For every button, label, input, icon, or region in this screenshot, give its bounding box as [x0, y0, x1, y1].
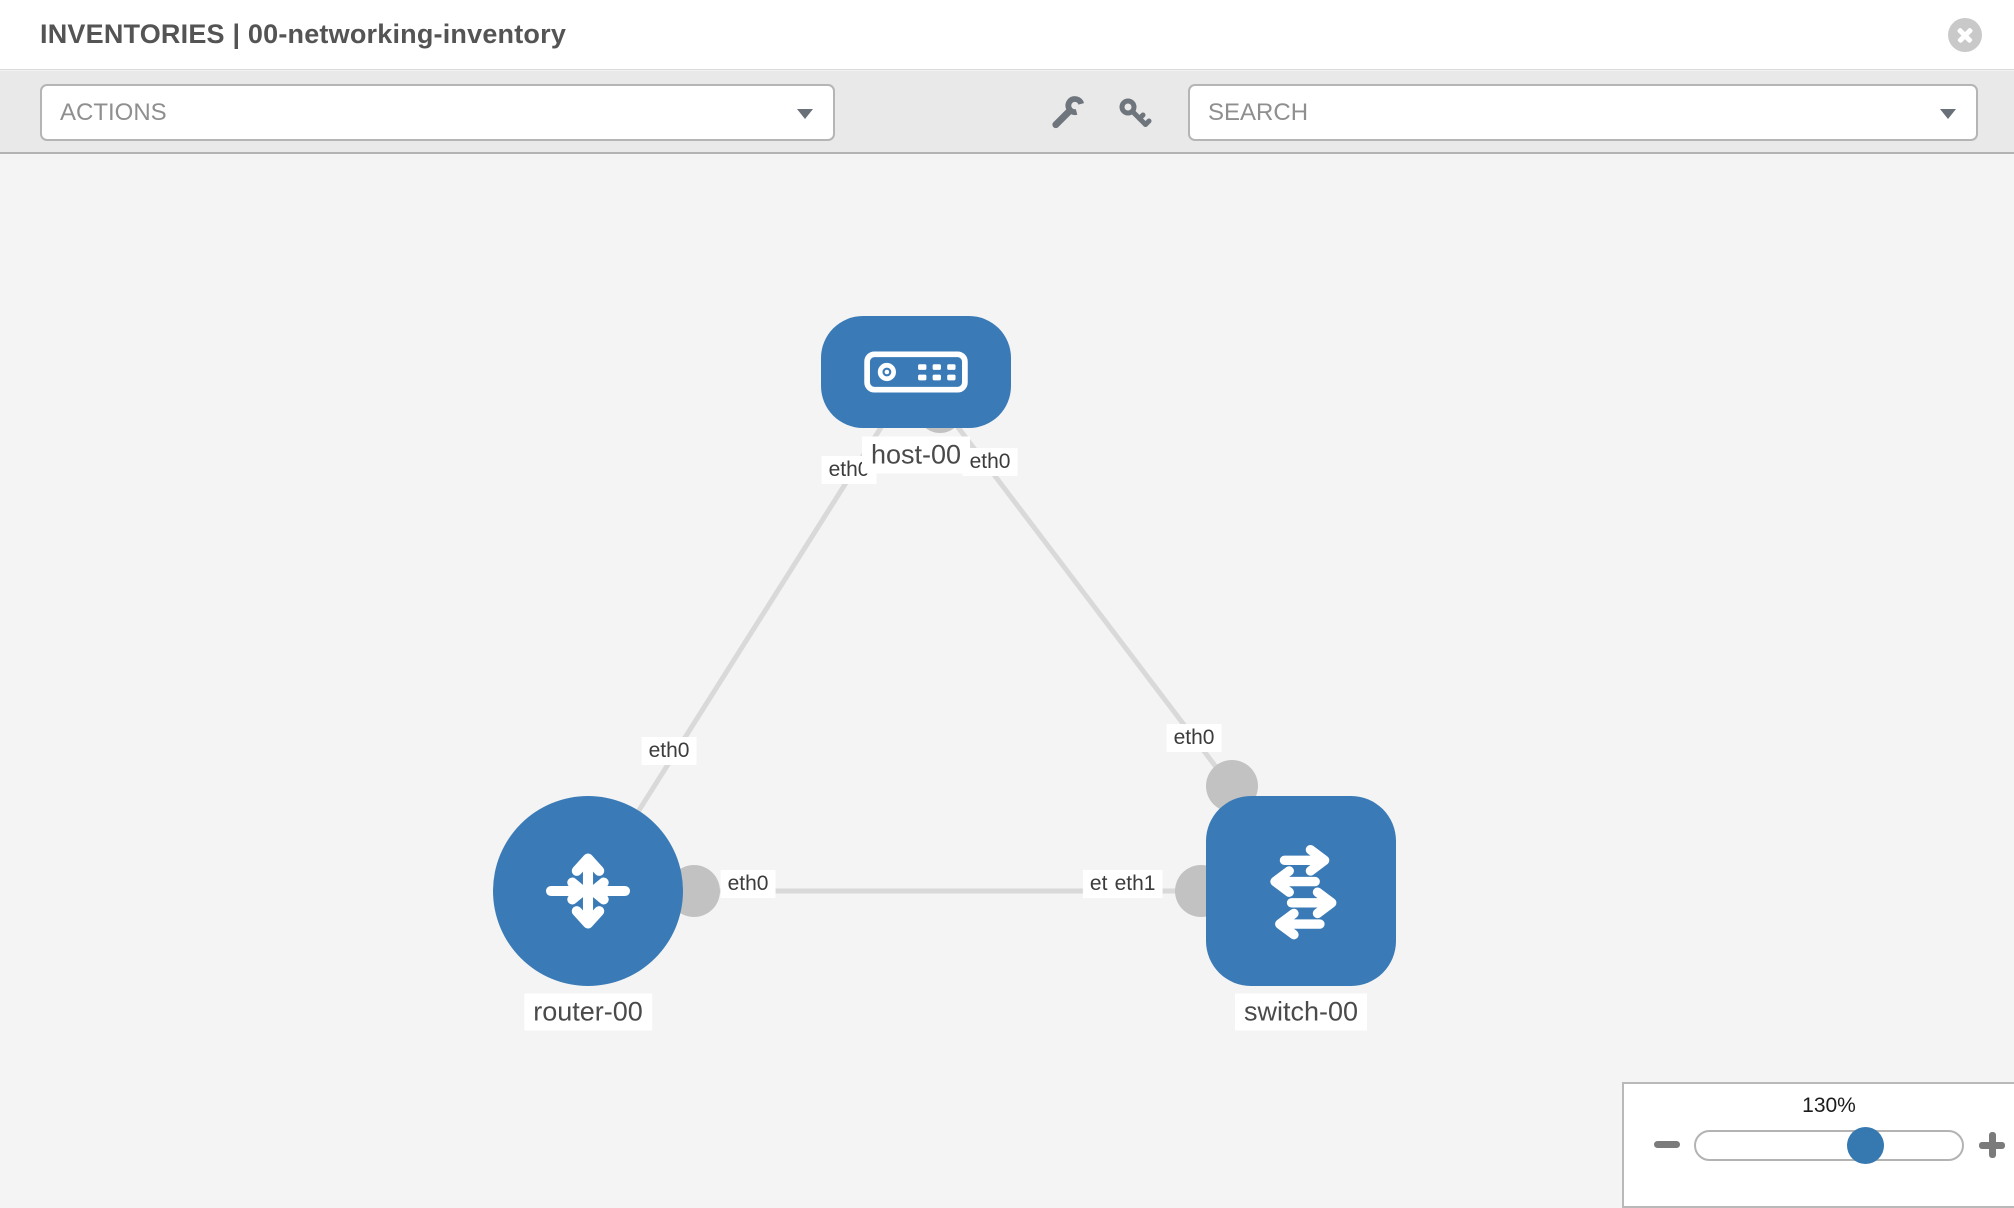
- zoom-panel: 130%: [1622, 1082, 2014, 1208]
- node-label-host: host-00: [861, 436, 971, 474]
- page-title: INVENTORIES | 00-networking-inventory: [40, 19, 567, 49]
- topology-links-layer: [585, 370, 1301, 917]
- key-button[interactable]: [1112, 91, 1156, 135]
- zoom-slider-track[interactable]: [1694, 1130, 1964, 1161]
- zoom-in-plus-icon[interactable]: [1976, 1129, 2008, 1161]
- toolbar: ACTIONS SEARCH: [0, 71, 2014, 154]
- actions-dropdown[interactable]: ACTIONS: [40, 84, 835, 141]
- node-label-router: router-00: [524, 993, 652, 1031]
- wrench-button[interactable]: [1046, 91, 1090, 135]
- zoom-out-minus-icon[interactable]: [1654, 1141, 1680, 1148]
- interface-label: eth0: [720, 870, 776, 898]
- actions-dropdown-label: ACTIONS: [60, 99, 167, 126]
- close-icon[interactable]: [1948, 18, 1982, 52]
- interface-label: eth0: [1166, 724, 1222, 752]
- search-placeholder: SEARCH: [1208, 99, 1309, 126]
- node-switch-00[interactable]: [1206, 796, 1396, 986]
- topology-canvas[interactable]: eth0 eth0 eth0 eth0 eth0 etl eth1 host-0…: [0, 156, 2014, 1208]
- panel-header: INVENTORIES | 00-networking-inventory: [0, 0, 2014, 70]
- node-router-00[interactable]: [493, 796, 683, 986]
- interface-label: eth0: [962, 448, 1018, 476]
- key-icon: [1119, 98, 1152, 127]
- wrench-icon: [1052, 96, 1085, 129]
- chevron-down-icon: [797, 109, 813, 119]
- interface-label: eth0: [641, 737, 697, 765]
- chevron-down-icon: [1940, 109, 1956, 119]
- zoom-level-label: 130%: [1802, 1094, 1856, 1117]
- search-dropdown[interactable]: SEARCH: [1188, 84, 1978, 141]
- zoom-slider-handle[interactable]: [1847, 1127, 1884, 1164]
- node-label-switch: switch-00: [1234, 993, 1368, 1031]
- interface-label: eth1: [1107, 870, 1163, 898]
- switch-icon: [1270, 844, 1337, 940]
- node-host-00[interactable]: [821, 316, 1011, 428]
- router-icon: [546, 853, 630, 929]
- server-icon: [864, 351, 968, 393]
